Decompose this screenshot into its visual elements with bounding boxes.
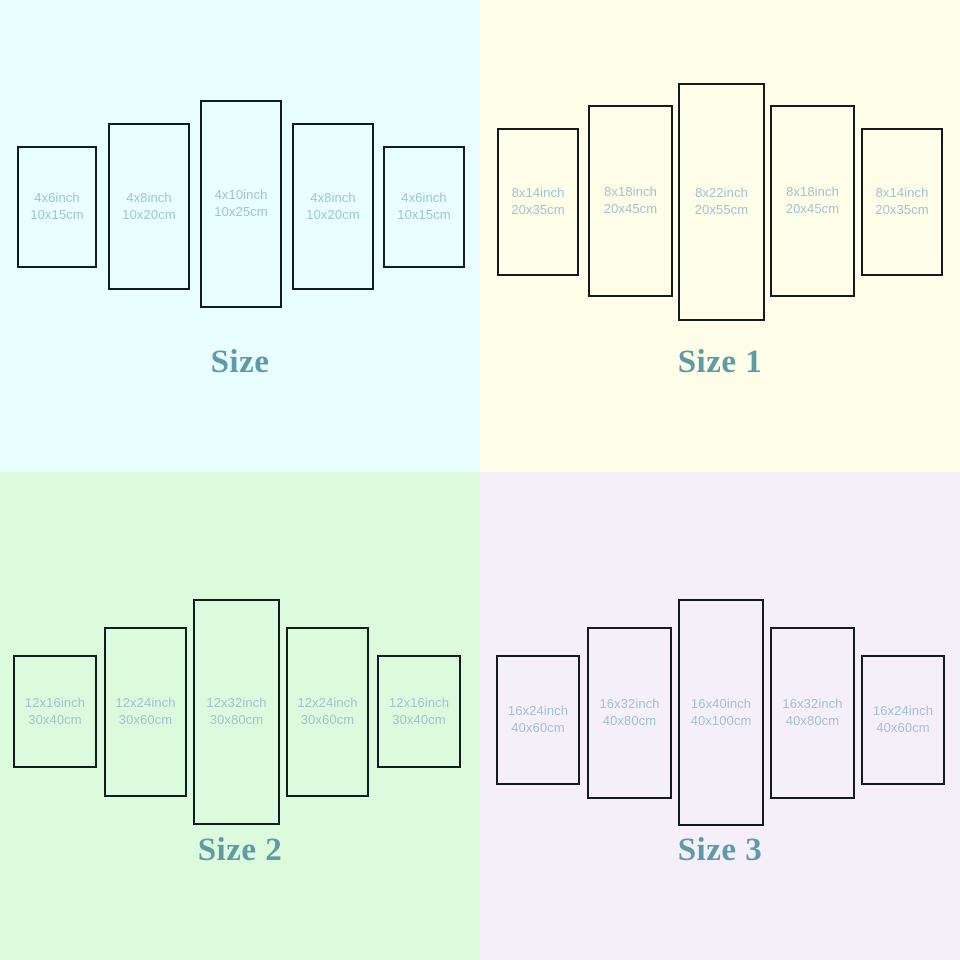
panel-label-inch: 12x24inch — [297, 695, 358, 711]
panel-label-cm: 10x15cm — [397, 207, 451, 222]
panel-label: 12x16inch 30x40cm — [389, 695, 449, 728]
panel-label: 12x32inch 30x80cm — [206, 695, 266, 728]
canvas-panel[interactable]: 16x40inch 40x100cm — [678, 599, 764, 826]
panel-label-cm: 30x40cm — [392, 711, 446, 727]
panel-label-inch: 12x16inch — [388, 694, 450, 710]
panel-label-cm: 20x55cm — [694, 202, 749, 217]
canvas-panel[interactable]: 16x24inch 40x60cm — [496, 655, 580, 785]
canvas-panel[interactable]: 8x22inch 20x55cm — [678, 83, 765, 321]
panel-label-cm: 10x20cm — [122, 206, 176, 222]
panel-label-inch: 16x32inch — [599, 696, 660, 712]
panel-group-bottom-left: 12x16inch 30x40cm 12x24inch 30x60cm 12x3… — [0, 488, 480, 825]
canvas-panel[interactable]: 4x10inch 10x25cm — [200, 100, 282, 308]
panel-label: 16x32inch 40x80cm — [782, 696, 842, 729]
panel-label-inch: 12x32inch — [206, 695, 267, 711]
size-group-title: Size 2 — [197, 832, 283, 868]
panel-label-cm: 20x35cm — [875, 202, 929, 217]
panel-label-cm: 30x60cm — [118, 712, 173, 727]
canvas-panel[interactable]: 8x18inch 20x45cm — [588, 105, 673, 297]
panel-label-cm: 10x25cm — [214, 204, 268, 219]
panel-label-cm: 40x100cm — [690, 712, 752, 728]
canvas-panel[interactable]: 12x24inch 30x60cm — [104, 627, 187, 797]
canvas-panel[interactable]: 16x32inch 40x80cm — [587, 627, 672, 799]
panel-label-inch: 12x24inch — [115, 695, 176, 711]
panel-label-inch: 12x16inch — [24, 694, 86, 710]
canvas-panel[interactable]: 8x18inch 20x45cm — [770, 105, 855, 297]
panel-label: 16x24inch 40x60cm — [508, 703, 568, 736]
panel-label: 16x24inch 40x60cm — [873, 703, 933, 736]
panel-label: 8x18inch 20x45cm — [604, 184, 657, 217]
canvas-panel[interactable]: 12x16inch 30x40cm — [377, 655, 461, 768]
panel-label-inch: 8x18inch — [604, 184, 657, 200]
panel-label-cm: 40x60cm — [876, 720, 930, 735]
panel-label-inch: 4x8inch — [310, 189, 356, 205]
canvas-panel[interactable]: 8x14inch 20x35cm — [861, 128, 943, 276]
panel-label: 16x32inch 40x80cm — [599, 696, 659, 729]
panel-label-inch: 8x18inch — [786, 184, 839, 200]
panel-label-inch: 16x24inch — [507, 703, 569, 719]
quadrant-bottom-right: 16x24inch 40x60cm 16x32inch 40x80cm 16x4… — [480, 472, 960, 960]
quadrant-top-right: 8x14inch 20x35cm 8x18inch 20x45cm 8x22in… — [480, 0, 960, 472]
size-group-title: Size — [210, 344, 270, 380]
canvas-panel[interactable]: 4x6inch 10x15cm — [383, 146, 465, 268]
panel-label: 4x8inch 10x20cm — [122, 190, 175, 223]
panel-label-cm: 30x60cm — [300, 712, 355, 727]
panel-label-inch: 4x6inch — [401, 190, 447, 206]
canvas-panel[interactable]: 12x24inch 30x60cm — [286, 627, 369, 797]
panel-label-inch: 8x14inch — [875, 185, 929, 201]
panel-label-inch: 16x24inch — [872, 703, 934, 719]
panel-label-cm: 20x45cm — [785, 201, 840, 216]
canvas-panel[interactable]: 8x14inch 20x35cm — [497, 128, 579, 276]
canvas-panel[interactable]: 16x32inch 40x80cm — [770, 627, 855, 799]
canvas-panel[interactable]: 12x32inch 30x80cm — [193, 599, 280, 825]
panel-group-bottom-right: 16x24inch 40x60cm 16x32inch 40x80cm 16x4… — [480, 488, 960, 826]
panel-label-inch: 4x6inch — [34, 190, 80, 206]
canvas-panel[interactable]: 4x8inch 10x20cm — [108, 123, 190, 290]
panel-label-cm: 20x35cm — [511, 202, 565, 217]
panel-label-inch: 4x10inch — [214, 187, 268, 203]
canvas-panel[interactable]: 16x24inch 40x60cm — [861, 655, 945, 785]
panel-label: 12x24inch 30x60cm — [115, 695, 175, 728]
panel-label: 8x22inch 20x55cm — [695, 185, 748, 218]
panel-label: 4x8inch 10x20cm — [306, 190, 359, 223]
panel-label-cm: 40x60cm — [511, 720, 565, 735]
size-group-title: Size 3 — [677, 832, 763, 868]
quadrant-bottom-left: 12x16inch 30x40cm 12x24inch 30x60cm 12x3… — [0, 472, 480, 960]
panel-label: 8x14inch 20x35cm — [875, 185, 928, 218]
quadrant-top-left: 4x6inch 10x15cm 4x8inch 10x20cm 4x10inch… — [0, 0, 480, 472]
panel-label: 12x24inch 30x60cm — [297, 695, 357, 728]
panel-label-inch: 8x22inch — [695, 185, 748, 201]
panel-group-top-left: 4x6inch 10x15cm 4x8inch 10x20cm 4x10inch… — [0, 0, 480, 330]
panel-label-inch: 16x32inch — [782, 696, 843, 712]
panel-label: 12x16inch 30x40cm — [25, 695, 85, 728]
panel-label: 8x14inch 20x35cm — [511, 185, 564, 218]
panel-label-cm: 10x15cm — [30, 207, 84, 222]
panel-label-cm: 30x40cm — [28, 711, 82, 727]
panel-label-inch: 4x8inch — [126, 189, 172, 205]
panel-label-cm: 20x45cm — [603, 201, 658, 216]
panel-label-inch: 16x40inch — [690, 695, 752, 711]
panel-label-inch: 8x14inch — [511, 185, 565, 201]
size-group-title: Size 1 — [677, 344, 763, 380]
panel-group-top-right: 8x14inch 20x35cm 8x18inch 20x45cm 8x22in… — [480, 0, 960, 330]
panel-label-cm: 10x20cm — [306, 206, 360, 222]
panel-label: 4x6inch 10x15cm — [30, 190, 83, 223]
canvas-panel[interactable]: 12x16inch 30x40cm — [13, 655, 97, 768]
panel-label: 8x18inch 20x45cm — [786, 184, 839, 217]
panel-label: 4x6inch 10x15cm — [397, 190, 450, 223]
panel-label: 4x10inch 10x25cm — [214, 187, 267, 220]
canvas-panel[interactable]: 4x6inch 10x15cm — [17, 146, 97, 268]
panel-label-cm: 40x80cm — [602, 713, 657, 728]
panel-label-cm: 30x80cm — [209, 712, 264, 727]
canvas-panel[interactable]: 4x8inch 10x20cm — [292, 123, 374, 290]
panel-label-cm: 40x80cm — [785, 713, 840, 728]
panel-label: 16x40inch 40x100cm — [691, 696, 752, 729]
